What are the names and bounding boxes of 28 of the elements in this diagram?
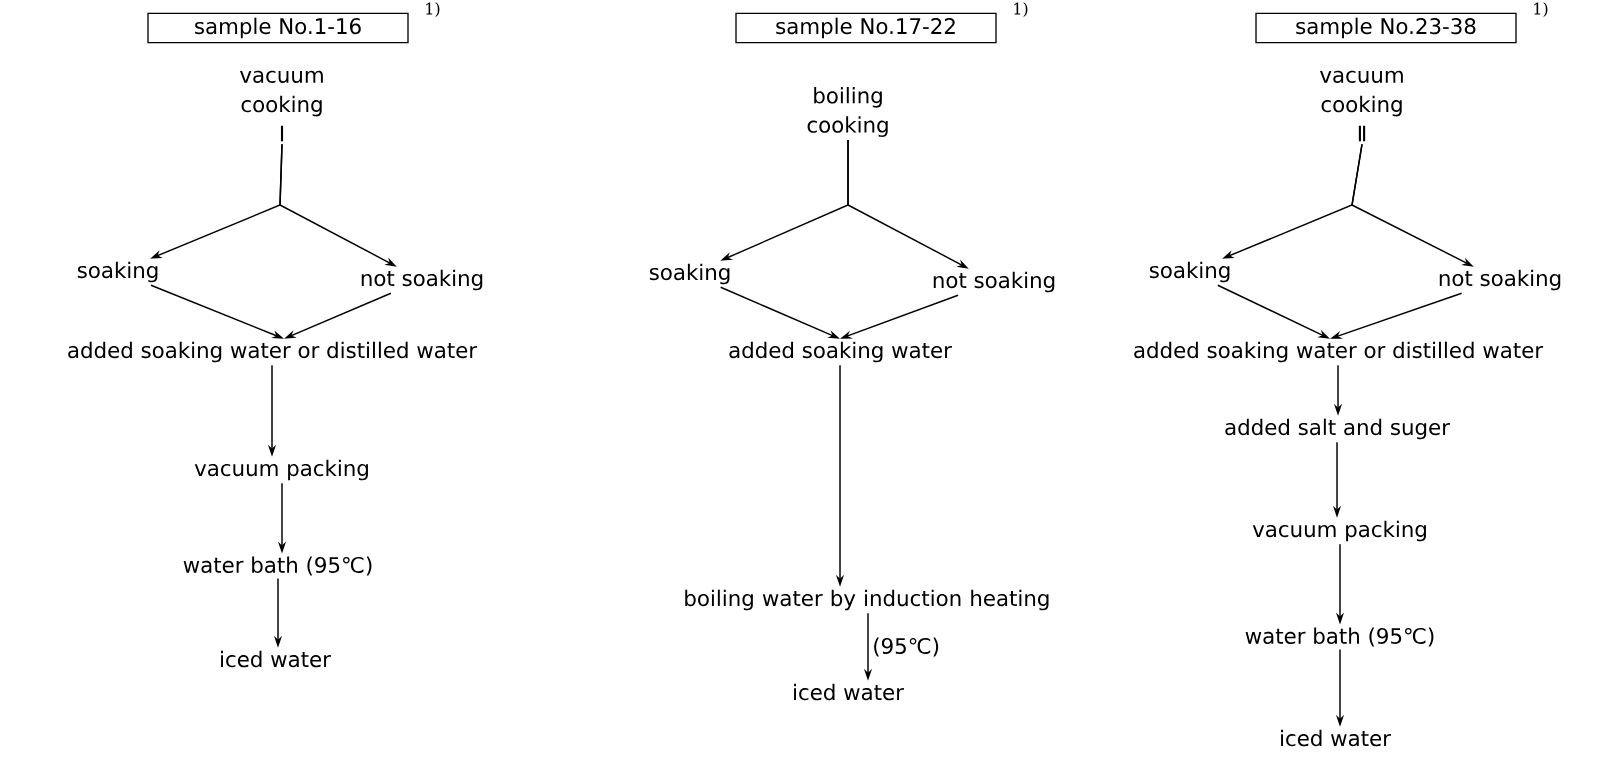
sample-box: sample No.23-38: [1255, 12, 1517, 44]
step-label: added soaking water: [729, 341, 952, 363]
step-label: iced water: [1281, 729, 1391, 747]
step-label: added soaking water or distilled water: [68, 341, 478, 363]
footnote-mark: 1): [1014, 2, 1028, 17]
step-label: vacuum packing: [1252, 520, 1426, 542]
step-label: water bath (95℃): [183, 556, 372, 576]
step-label: added soaking water or distilled water: [1134, 341, 1544, 363]
step-label: boiling cooking: [807, 87, 888, 137]
step-label: vacuum cooking Ⅱ: [1320, 70, 1403, 142]
step-label: added salt and suger: [1225, 418, 1450, 440]
step-label: vacuum cooking Ⅰ: [240, 70, 323, 142]
footnote-mark: 1): [426, 2, 440, 17]
step-label: water bath (95℃): [1245, 627, 1434, 647]
sample-box: sample No.1-16: [147, 12, 409, 44]
footnote-mark: 1): [1534, 2, 1548, 17]
step-label: vacuum packing: [194, 459, 368, 481]
step-label: not soaking: [933, 271, 1055, 293]
step-label: not soaking: [1439, 269, 1561, 291]
step-label: not soaking: [361, 269, 483, 291]
step-label: boiling water by induction heating: [685, 589, 1049, 611]
step-label: iced water: [221, 650, 331, 668]
step-label: iced water: [794, 683, 904, 701]
step-label: soaking: [1149, 261, 1230, 283]
step-label: soaking: [77, 261, 158, 283]
edge-label: (95℃): [870, 636, 942, 658]
sample-box: sample No.17-22: [735, 12, 997, 44]
step-label: soaking: [649, 263, 730, 285]
